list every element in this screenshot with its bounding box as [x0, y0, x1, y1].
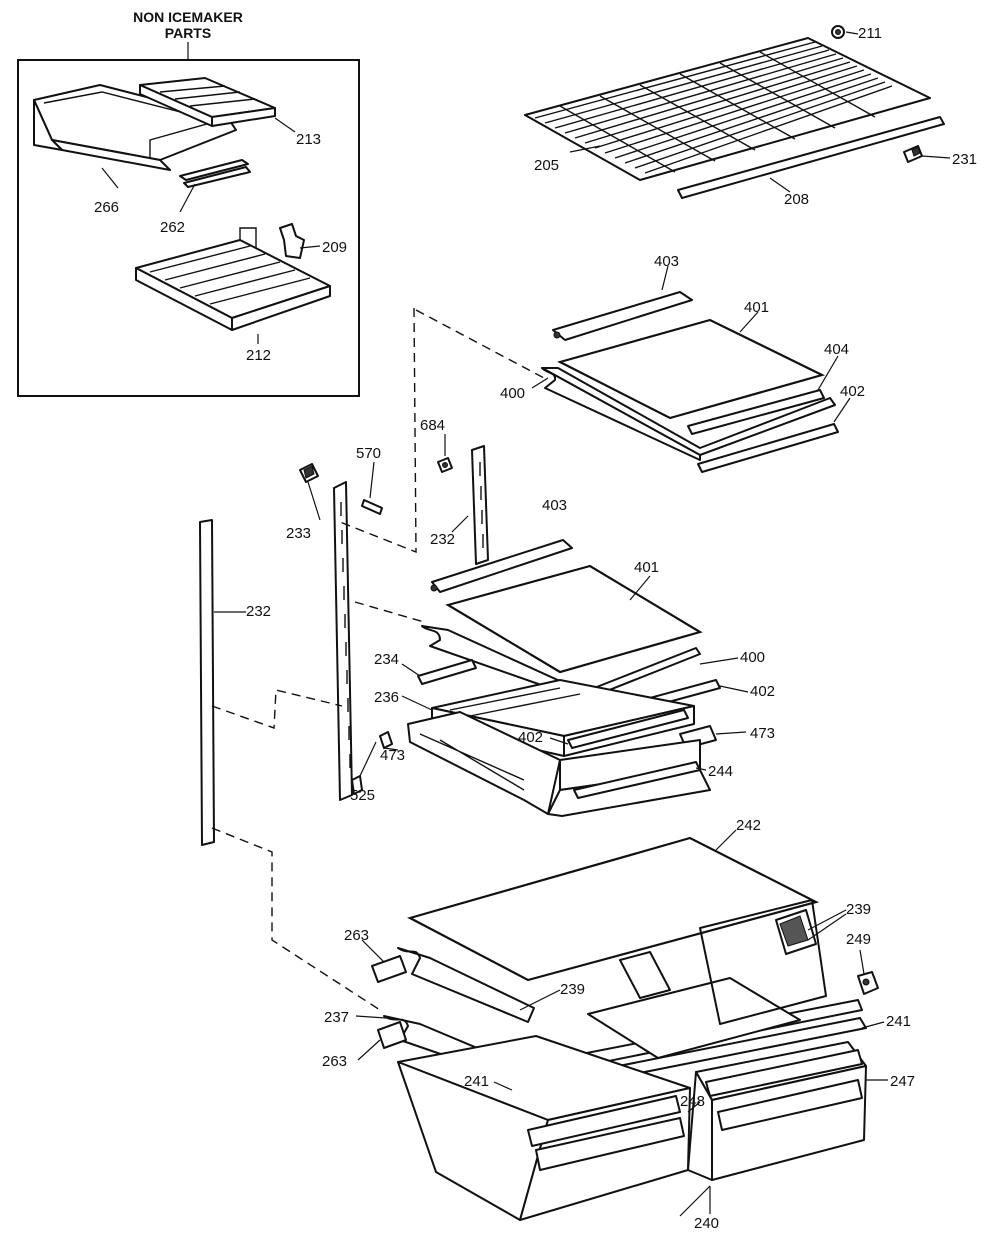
inset-frame: [17, 59, 360, 397]
label-241-right: 241: [886, 1013, 911, 1030]
screw-570: [361, 499, 383, 515]
bracket-231: [903, 145, 923, 163]
label-205: 205: [534, 157, 559, 174]
upright-rail-232-left: [199, 519, 215, 846]
label-244: 244: [708, 763, 733, 780]
clip-209: [279, 223, 305, 259]
cap-684: [437, 457, 453, 473]
label-237: 237: [324, 1009, 349, 1026]
label-403-upper: 403: [654, 253, 679, 270]
crisper-cover-242: [407, 836, 820, 982]
label-240: 240: [694, 1215, 719, 1232]
label-263-lower: 263: [322, 1053, 347, 1070]
label-401-upper: 401: [744, 299, 769, 316]
crisper-drawer-left: [397, 1035, 691, 1221]
upright-rail-232-right: [471, 445, 489, 565]
tray-212: [135, 227, 331, 331]
non-icemaker-inset: NON ICEMAKER PARTS: [17, 9, 360, 397]
ice-bin-266: [33, 84, 237, 171]
label-231: 231: [952, 151, 977, 168]
label-266: 266: [94, 199, 119, 216]
label-234: 234: [374, 651, 399, 668]
label-402-middle: 402: [750, 683, 775, 700]
alignment-line-5: [211, 827, 381, 1011]
label-248: 248: [680, 1093, 705, 1110]
label-213: 213: [296, 131, 321, 148]
label-684: 684: [420, 417, 445, 434]
bin-cover-213: [139, 77, 276, 127]
shelf-trim-208: [677, 116, 945, 199]
label-400-middle: 400: [740, 649, 765, 666]
inset-title-line1: NON ICEMAKER: [133, 9, 243, 25]
label-402-drawer: 402: [518, 729, 543, 746]
label-262: 262: [160, 219, 185, 236]
label-239-right: 239: [846, 901, 871, 918]
label-232-right: 232: [430, 531, 455, 548]
label-241-front: 241: [464, 1073, 489, 1090]
wire-shelf-205: [524, 25, 931, 181]
label-473-left: 473: [380, 747, 405, 764]
alignment-line-2: [415, 309, 545, 379]
label-263-upper: 263: [344, 927, 369, 944]
crisper-drawer-right: [687, 1041, 867, 1181]
label-525: 525: [350, 787, 375, 804]
label-570: 570: [356, 445, 381, 462]
label-232-left: 232: [246, 603, 271, 620]
label-239-center: 239: [560, 981, 585, 998]
upper-shelf-assembly: [541, 291, 839, 473]
label-401-middle: 401: [634, 559, 659, 576]
label-208: 208: [784, 191, 809, 208]
deli-drawer-assembly: [379, 679, 717, 817]
label-242: 242: [736, 817, 761, 834]
screw-525: [351, 775, 363, 795]
label-211: 211: [858, 25, 882, 42]
alignment-line-4: [211, 689, 343, 729]
part-labels: 211 213 205 231 208 266 262 209 212 403 …: [94, 25, 977, 1232]
label-209: 209: [322, 239, 347, 256]
end-cap-233: [299, 463, 319, 483]
label-473-right: 473: [750, 725, 775, 742]
label-236: 236: [374, 689, 399, 706]
alignment-line-3: [354, 601, 425, 623]
inset-title-line2: PARTS: [165, 25, 211, 41]
label-403-middle: 403: [542, 497, 567, 514]
rail-262: [179, 159, 251, 188]
label-400-upper: 400: [500, 385, 525, 402]
label-402-upper: 402: [840, 383, 865, 400]
label-247: 247: [890, 1073, 915, 1090]
label-212: 212: [246, 347, 271, 364]
label-404: 404: [824, 341, 849, 358]
alignment-line-1: [339, 307, 417, 554]
upright-rail-233: [333, 481, 353, 801]
label-233: 233: [286, 525, 311, 542]
label-249: 249: [846, 931, 871, 948]
